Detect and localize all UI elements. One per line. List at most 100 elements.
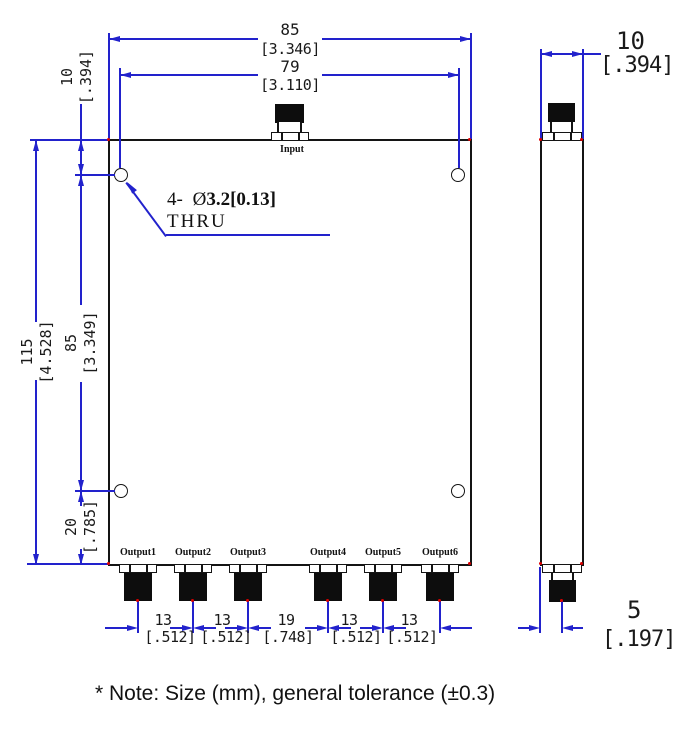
- dim-text-spacing5-mm: 13: [400, 611, 418, 629]
- front-view-outline: [108, 139, 472, 566]
- dimension-arrow: [78, 140, 84, 151]
- side-view-outline: [540, 139, 584, 566]
- endpoint-marker: [191, 599, 194, 602]
- dim-text-body-height-inch: [4.528]: [37, 320, 55, 384]
- output2-label: Output2: [174, 547, 212, 558]
- dim-body-height-line: [35, 140, 37, 322]
- output6-thread: [426, 573, 454, 601]
- output5-flange: [364, 564, 402, 573]
- endpoint-marker: [107, 138, 110, 141]
- flange-divider: [336, 565, 338, 572]
- endpoint-marker: [326, 599, 329, 602]
- dim-text-hole-bottom-offset: 20 [.785]: [62, 500, 100, 554]
- endpoint-marker: [560, 599, 563, 602]
- output3-label: Output3: [229, 547, 267, 558]
- hole-callout-text: 4- Ø3.2[0.13]: [167, 190, 276, 209]
- dim-text-spacing5-inch: [.512]: [386, 628, 438, 646]
- dimension-arrow: [78, 491, 84, 502]
- dim-chain-line: [80, 104, 82, 305]
- endpoint-marker: [580, 562, 583, 565]
- dimension-line: [305, 627, 317, 629]
- dim-text-hole-bottom-offset-mm: 20: [62, 517, 80, 537]
- dimension-line: [360, 627, 372, 629]
- dim-text-body-width-inch: [3.346]: [260, 40, 320, 58]
- dimension-line: [259, 627, 271, 629]
- side-input-flange: [542, 132, 582, 141]
- dim-text-spacing1-mm: 13: [154, 611, 172, 629]
- input-port-label: Input: [280, 144, 304, 155]
- input-connector-flange: [271, 132, 309, 141]
- dimension-line: [225, 627, 237, 629]
- endpoint-marker: [539, 562, 542, 565]
- dimension-arrow: [529, 624, 540, 631]
- dim-text-side-thickness-inch: [.394]: [600, 53, 674, 78]
- dim-body-height-line: [35, 380, 37, 565]
- dimension-arrow: [78, 175, 84, 186]
- leader-underline: [166, 234, 330, 236]
- side-input-neck: [550, 122, 573, 134]
- dim-text-spacing4-mm: 13: [340, 611, 358, 629]
- dim-text-hole-spacing-height: 85 [3.349]: [62, 311, 100, 374]
- output4-label: Output4: [309, 547, 347, 558]
- dimension-arrow: [120, 71, 131, 78]
- dimension-arrow: [541, 50, 552, 57]
- extension-line: [561, 601, 563, 633]
- extension-line: [539, 567, 541, 633]
- input-connector-thread: [275, 104, 304, 123]
- dimension-arrow: [182, 624, 193, 631]
- flange-divider: [374, 565, 376, 572]
- output1-flange: [119, 564, 157, 573]
- extension-line: [27, 563, 110, 565]
- output6-flange: [421, 564, 459, 573]
- diameter-symbol: Ø: [192, 189, 207, 210]
- flange-divider: [129, 565, 131, 572]
- side-input-thread: [548, 103, 575, 122]
- output3-flange: [229, 564, 267, 573]
- endpoint-marker: [246, 599, 249, 602]
- dimension-arrow: [460, 35, 471, 42]
- dim-text-hole-top-offset-inch: [.394]: [77, 49, 95, 105]
- dim-text-body-height: 115 [4.528]: [18, 320, 56, 383]
- dim-text-spacing4-inch: [.512]: [330, 628, 382, 646]
- dimension-arrow: [237, 624, 248, 631]
- dim-text-spacing3-mm: 19: [277, 611, 295, 629]
- extension-line: [470, 33, 472, 139]
- dim-side-thickness-line: [540, 53, 583, 55]
- dim-text-body-width-mm: 85: [280, 20, 300, 39]
- dim-hole-spacing-width-line: [322, 74, 459, 76]
- dimension-line: [105, 627, 127, 629]
- endpoint-marker: [468, 562, 471, 565]
- dimension-arrow: [372, 624, 383, 631]
- extension-line: [119, 68, 121, 168]
- dimension-arrow: [193, 624, 204, 631]
- mounting-hole-bottom-right: [451, 484, 465, 498]
- output3-thread: [234, 573, 262, 601]
- dimension-arrow: [109, 35, 120, 42]
- output1-label: Output1: [119, 547, 157, 558]
- hole-callout-thru: THRU: [167, 211, 227, 232]
- dim-text-spacing2-inch: [.512]: [200, 628, 252, 646]
- dimension-line: [170, 627, 182, 629]
- flange-divider: [431, 565, 433, 572]
- endpoint-marker: [136, 599, 139, 602]
- endpoint-marker: [107, 562, 110, 565]
- side-output-flange: [542, 564, 582, 573]
- extension-line: [137, 601, 139, 633]
- mounting-hole-top-right: [451, 168, 465, 182]
- dimension-arrow: [448, 71, 459, 78]
- dimension-line: [204, 627, 216, 629]
- dimension-arrow: [317, 624, 328, 631]
- extension-line: [75, 490, 115, 492]
- flange-divider: [570, 565, 572, 572]
- flange-divider: [281, 133, 283, 140]
- dim-text-spacing3-inch: [.748]: [262, 628, 314, 646]
- hole-callout-size: 3.2[0.13]: [206, 189, 276, 210]
- extension-line: [540, 49, 542, 139]
- endpoint-marker: [381, 599, 384, 602]
- dim-text-side-thickness-mm: 10: [616, 27, 645, 55]
- dim-text-connector-offset-inch: [.197]: [602, 627, 676, 652]
- dimension-arrow: [33, 554, 39, 565]
- input-connector-neck: [277, 122, 302, 134]
- extension-line: [75, 174, 115, 176]
